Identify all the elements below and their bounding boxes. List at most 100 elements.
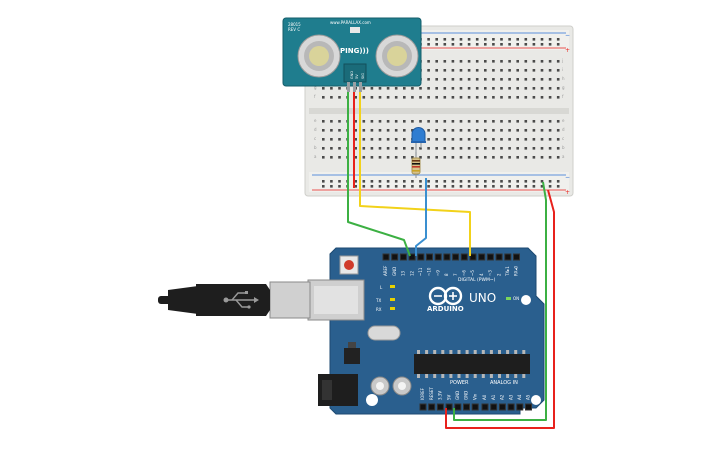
- analog-pin-socket[interactable]: [507, 403, 515, 411]
- rail-minus-label: −: [565, 32, 570, 39]
- arduino-uno: L TX RX ON ARDUINO UNO DIGITAL (PWM~) PO…: [307, 247, 545, 415]
- breadboard-hole: [508, 156, 511, 159]
- rail-hole: [338, 180, 341, 183]
- digital-pin-socket[interactable]: [408, 253, 416, 261]
- chip-leg: [498, 374, 501, 378]
- breadboard-hole: [427, 147, 430, 150]
- sensor-indicator-led: [350, 27, 360, 33]
- breadboard-hole: [435, 138, 438, 141]
- rail-hole: [484, 38, 487, 41]
- digital-pin-socket[interactable]: [495, 253, 503, 261]
- breadboard-hole: [338, 147, 341, 150]
- analog-pin-socket[interactable]: [498, 403, 506, 411]
- breadboard-hole: [435, 129, 438, 132]
- breadboard-hole: [500, 96, 503, 99]
- breadboard-hole: [508, 96, 511, 99]
- breadboard-hole: [362, 147, 366, 150]
- breadboard-hole: [394, 120, 398, 123]
- rail-hole: [330, 185, 333, 188]
- breadboard-hole: [475, 60, 479, 63]
- breadboard-hole: [556, 138, 560, 141]
- digital-pin-socket[interactable]: [426, 253, 433, 261]
- rail-hole: [516, 43, 519, 46]
- rail-hole: [508, 185, 511, 188]
- rail-hole: [427, 185, 430, 188]
- digital-pin-socket[interactable]: [391, 253, 399, 261]
- rail-hole: [524, 180, 528, 183]
- rail-hole: [451, 38, 455, 41]
- analog-pin-label: A1: [491, 394, 496, 400]
- digital-pin-socket[interactable]: [434, 253, 442, 261]
- breadboard-hole: [516, 78, 519, 81]
- sensor-website: www.PARALLAX.com: [330, 20, 371, 25]
- digital-pin-socket[interactable]: [452, 253, 460, 261]
- power-pin-label: IOREF: [420, 387, 425, 400]
- power-pin-socket[interactable]: [419, 403, 427, 411]
- power-pin-socket[interactable]: [471, 403, 479, 411]
- breadboard-hole: [451, 156, 455, 159]
- digital-pin-socket[interactable]: [382, 253, 390, 261]
- power-pin-socket[interactable]: [463, 403, 470, 411]
- rail-hole: [419, 185, 422, 188]
- digital-pin-socket[interactable]: [486, 253, 494, 261]
- on-label: ON: [513, 296, 519, 301]
- digital-pin-socket[interactable]: [417, 253, 425, 261]
- usb-strain-relief: [168, 286, 198, 314]
- breadboard-hole: [443, 60, 447, 63]
- breadboard-hole: [524, 78, 528, 81]
- chip-leg: [441, 350, 445, 354]
- breadboard-hole: [427, 69, 430, 72]
- digital-pin-label: ~5: [470, 270, 475, 276]
- chip-leg: [506, 374, 510, 378]
- breadboard-hole: [403, 129, 406, 132]
- rail-hole: [548, 180, 552, 183]
- breadboard-hole: [403, 156, 406, 159]
- analog-pin-socket[interactable]: [481, 403, 489, 411]
- breadboard-hole: [548, 156, 552, 159]
- row-letter: e: [562, 118, 565, 123]
- breadboard-hole: [451, 69, 455, 72]
- breadboard-hole: [548, 60, 552, 63]
- power-pin-label: Vin: [472, 393, 477, 400]
- wire-yellow-sensor-sig: [359, 92, 471, 256]
- led-body[interactable]: [411, 127, 426, 143]
- breadboard-hole: [475, 138, 479, 141]
- digital-pin-socket[interactable]: [478, 253, 486, 261]
- rail-hole: [427, 38, 430, 41]
- digital-pin-socket[interactable]: [460, 253, 468, 261]
- chip-leg: [473, 350, 477, 354]
- rail-minus-label-bottom: −: [565, 174, 570, 181]
- breadboard-hole: [459, 69, 463, 72]
- power-pin-socket[interactable]: [436, 403, 444, 411]
- breadboard-hole: [451, 87, 455, 90]
- digital-pin-socket[interactable]: [443, 253, 451, 261]
- rx-label: RX: [376, 307, 382, 312]
- digital-pin-socket[interactable]: [399, 253, 407, 261]
- breadboard-hole: [451, 60, 455, 63]
- rail-hole: [548, 43, 552, 46]
- reset-button-cap[interactable]: [344, 260, 354, 270]
- power-pin-socket[interactable]: [428, 403, 436, 411]
- breadboard-hole: [378, 156, 382, 159]
- analog-pin-socket[interactable]: [490, 403, 498, 411]
- chip-leg: [425, 350, 429, 354]
- breadboard-hole: [330, 87, 333, 90]
- row-letter: d: [314, 127, 317, 132]
- digital-pin-label: ~9: [435, 270, 440, 276]
- breadboard-hole: [516, 69, 519, 72]
- breadboard-hole: [435, 69, 438, 72]
- breadboard-hole: [378, 120, 382, 123]
- power-pin-socket[interactable]: [445, 403, 453, 411]
- rail-hole: [532, 38, 536, 41]
- center-channel: [309, 108, 569, 114]
- digital-pin-socket[interactable]: [513, 253, 520, 261]
- breadboard-hole: [386, 96, 390, 99]
- breadboard-hole: [500, 69, 503, 72]
- digital-pin-socket[interactable]: [504, 253, 512, 261]
- analog-pin-socket[interactable]: [516, 403, 524, 411]
- power-pin-socket[interactable]: [454, 403, 462, 411]
- digital-pin-socket[interactable]: [469, 253, 477, 261]
- analog-pin-socket[interactable]: [525, 403, 532, 411]
- chip-leg: [522, 350, 526, 354]
- breadboard-hole: [484, 78, 487, 81]
